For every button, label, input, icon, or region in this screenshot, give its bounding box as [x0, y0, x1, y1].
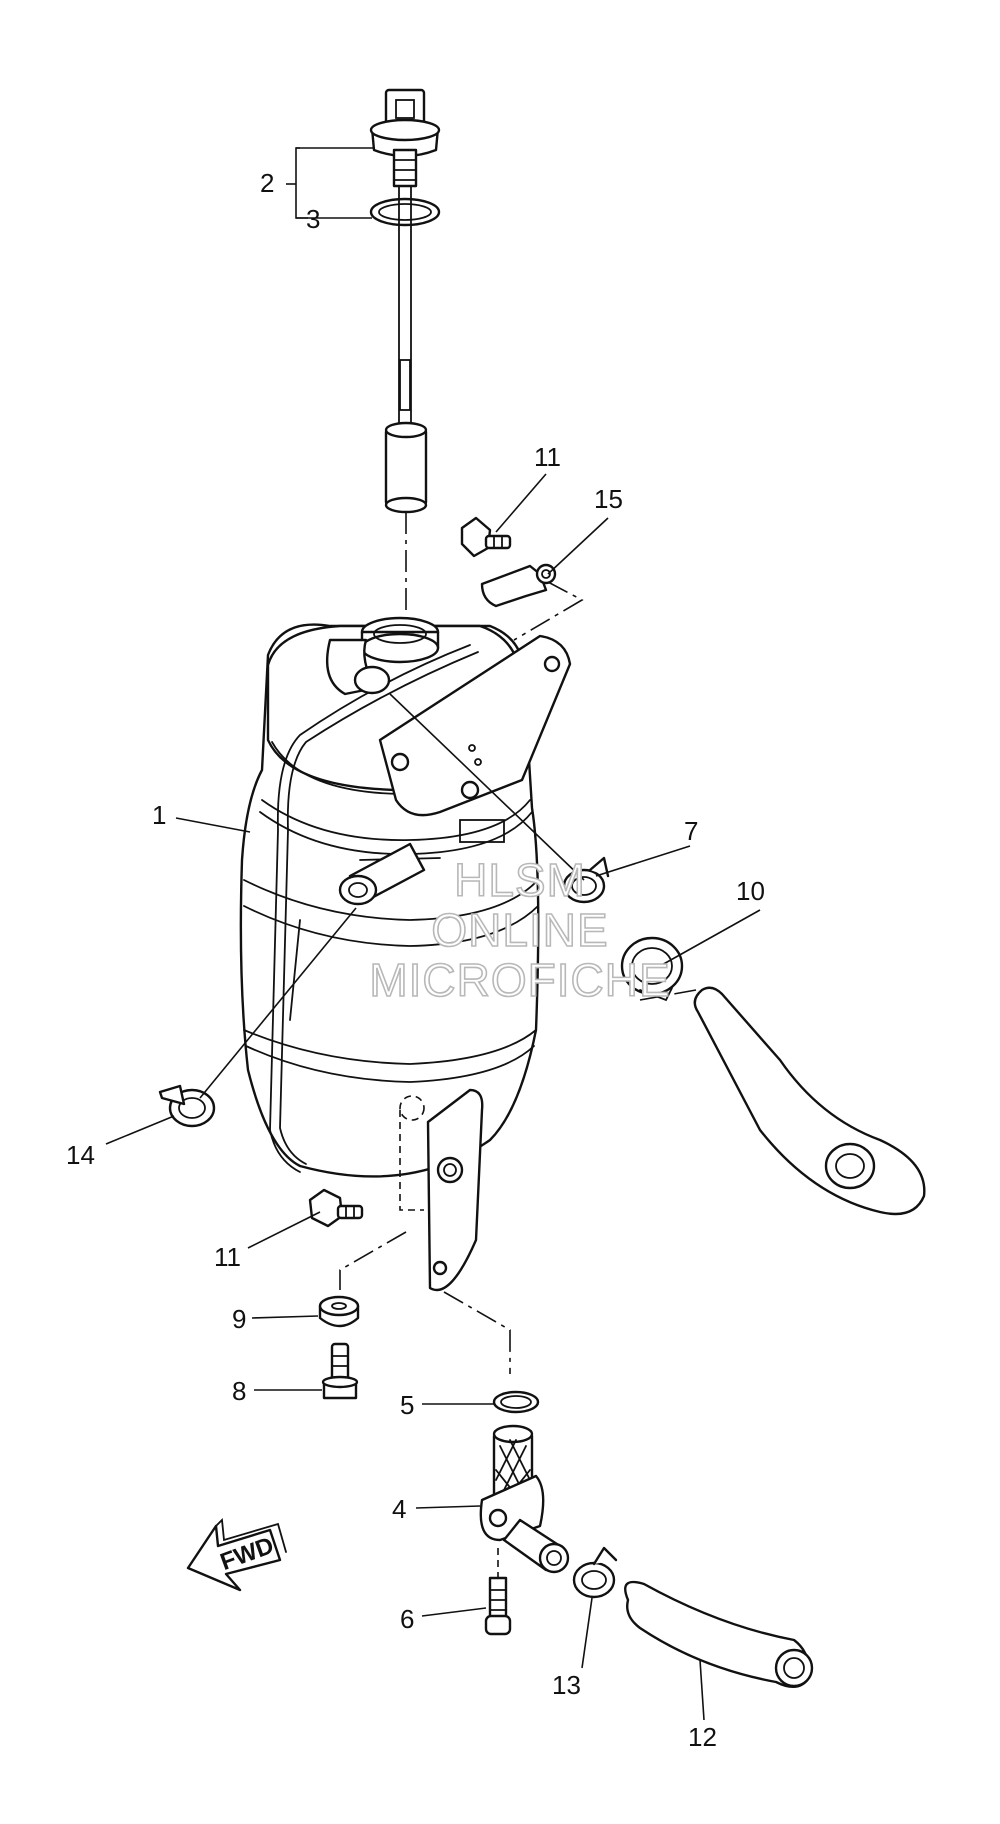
part-4-joint: [479, 1424, 570, 1574]
part-11-bolt-upper: [460, 516, 512, 558]
callout-14: 14: [66, 1140, 95, 1170]
callout-11-upper: 11: [534, 442, 561, 472]
watermark-line-3: MICROFICHE: [369, 954, 670, 1006]
part-3-o-ring: [369, 197, 441, 227]
callout-2: 2: [260, 168, 274, 198]
leader-lines: [105, 147, 761, 1721]
part-15-clamp: [480, 563, 557, 608]
part-6-screw: [484, 1576, 512, 1636]
part-1-oil-tank: [239, 616, 572, 1292]
callout-6: 6: [400, 1604, 414, 1634]
watermark-line-1: HLSM: [454, 854, 586, 906]
part-11-bolt-lower: [308, 1188, 364, 1228]
fwd-direction-arrow: FWD: [186, 1518, 287, 1592]
callout-11-lower: 11: [214, 1242, 241, 1272]
part-13-hose-clip: [572, 1546, 618, 1599]
part-8-bolt: [321, 1342, 359, 1400]
callout-13: 13: [552, 1670, 581, 1700]
callout-10: 10: [736, 876, 765, 906]
callout-9: 9: [232, 1304, 246, 1334]
callout-5: 5: [400, 1390, 414, 1420]
part-7-hose-clip: [562, 856, 610, 904]
part-2-sender-unit: [369, 88, 441, 514]
part-5-o-ring: [492, 1390, 540, 1414]
callout-7: 7: [684, 816, 698, 846]
upper-hose: [693, 986, 926, 1216]
callout-3: 3: [306, 204, 320, 234]
part-10-grommet: [620, 936, 684, 1002]
part-9-damper: [318, 1295, 360, 1328]
watermark-line-2: ONLINE: [431, 904, 608, 956]
callout-1: 1: [152, 800, 166, 830]
callout-12: 12: [688, 1722, 717, 1752]
callout-15: 15: [594, 484, 623, 514]
callout-8: 8: [232, 1376, 246, 1406]
part-12-hose: [624, 1580, 814, 1688]
callout-4: 4: [392, 1494, 406, 1524]
watermark: HLSM ONLINE MICROFICHE: [369, 853, 671, 1007]
part-14-hose-clip: [158, 1084, 216, 1128]
